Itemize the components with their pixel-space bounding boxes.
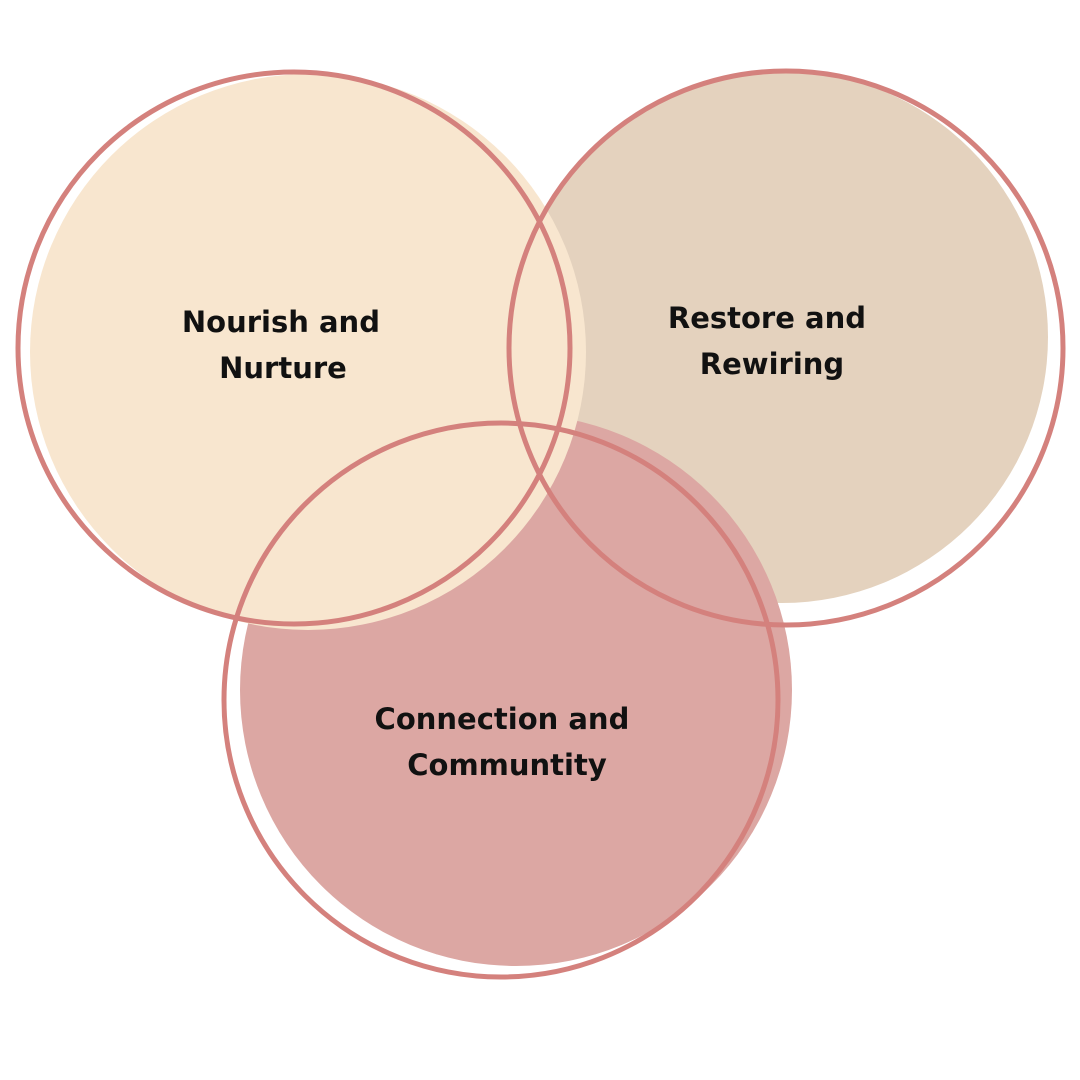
restore-label-line-1: Restore and bbox=[668, 301, 866, 335]
nourish-circle-fill bbox=[30, 74, 586, 630]
restore-circle-outline bbox=[506, 68, 1066, 628]
nourish-circle-outline bbox=[15, 69, 573, 627]
connection-label-line-2: Communtity bbox=[407, 748, 607, 782]
nourish-label: Nourish and Nurture bbox=[182, 305, 390, 385]
restore-label: Restore and Rewiring bbox=[668, 301, 876, 381]
connection-label: Connection and Communtity bbox=[375, 702, 640, 782]
restore-label-line-2: Rewiring bbox=[700, 347, 844, 381]
nourish-label-line-1: Nourish and bbox=[182, 305, 380, 339]
connection-circle-outline bbox=[221, 420, 781, 980]
connection-label-line-1: Connection and bbox=[375, 702, 630, 736]
nourish-label-line-2: Nurture bbox=[219, 351, 347, 385]
